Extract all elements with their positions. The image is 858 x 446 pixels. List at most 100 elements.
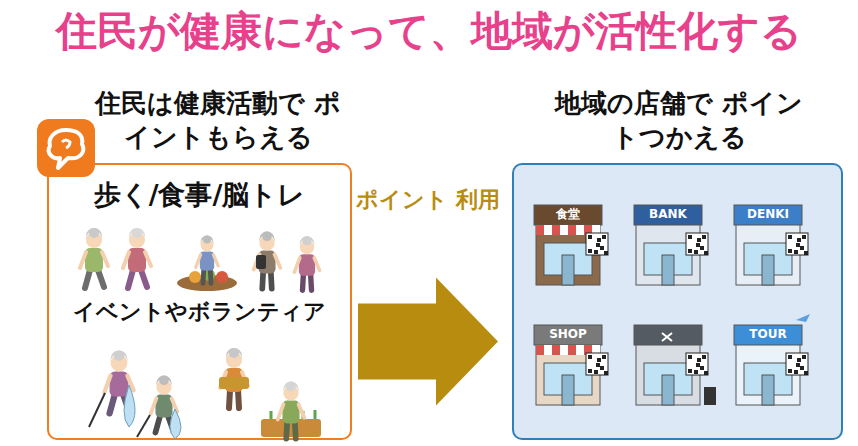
illustration-part: [602, 355, 606, 359]
person-figure: [254, 232, 281, 289]
shop-sign: [734, 325, 802, 345]
illustration-part: [294, 258, 319, 272]
illustration-part: [62, 140, 70, 148]
trash-grabber: [137, 415, 150, 437]
illustration-part: [762, 255, 774, 285]
illustration-part: [98, 270, 104, 287]
person-figure: [220, 348, 248, 408]
illustration-part: [300, 274, 306, 290]
illustration-part: [201, 269, 207, 283]
illustration-part: [704, 371, 708, 375]
illustration-part: [794, 370, 798, 374]
illustration-part: [596, 363, 600, 367]
illustration-part: [159, 376, 169, 386]
illustration-part: [141, 270, 147, 287]
illustration-part: [111, 350, 128, 362]
person-figure: [278, 382, 305, 439]
illustration-part: [544, 225, 552, 235]
illustration-part: [588, 369, 592, 373]
illustration-part: [662, 255, 674, 285]
panel-heading: 地域の店舗で ポイントつかえる: [544, 86, 814, 154]
illustration-part: [229, 348, 239, 358]
flow-arrow: [358, 278, 498, 406]
qr-code: [586, 353, 608, 375]
illustration-part: [702, 355, 706, 359]
illustration-part: [788, 355, 792, 359]
illustration-part: [594, 250, 598, 254]
illustration-part: [85, 270, 90, 288]
illustration-part: [196, 255, 218, 268]
illustration-part: [226, 348, 242, 359]
illustration-part: [688, 355, 692, 359]
illustration-part: [797, 358, 801, 362]
shop-sign-text: BANK: [634, 204, 702, 224]
illustration-part: [562, 375, 574, 405]
airplane-icon: [796, 314, 810, 322]
illustration-part: [796, 243, 800, 247]
shop-sign: [634, 205, 702, 225]
illustration-part: [588, 249, 592, 253]
illustration-part: [800, 366, 804, 370]
shop-sign: [634, 325, 702, 345]
shop-sign-text: TOUR: [734, 324, 802, 344]
panel-box: 住民は健康活動で ポイントもらえる歩く/食事/脳トレイベントやボランティア: [47, 163, 352, 440]
illustration-part: [597, 358, 601, 362]
illustration-part: [688, 235, 692, 239]
panel-box: 食堂BANKDENKISHOPTOUR地域の店舗で ポイントつかえる: [512, 163, 843, 440]
illustration-part: [804, 251, 808, 255]
illustration-part: [700, 366, 704, 370]
illustration-part: [208, 269, 214, 283]
illustration-part: [156, 376, 171, 386]
illustration-part: [800, 246, 804, 250]
illustration-part: [597, 238, 601, 242]
illustration-part: [588, 235, 592, 239]
illustration-part: [600, 246, 604, 250]
illustration-part: [804, 371, 808, 375]
illustration-part: [794, 250, 798, 254]
illustration-part: [788, 249, 792, 253]
illustration-part: [216, 271, 228, 283]
illustration-part: [89, 228, 99, 238]
illustration-part: [536, 345, 544, 355]
app-icon: [36, 118, 96, 178]
illustration-part: [278, 404, 305, 419]
illustration-part: [203, 235, 211, 243]
illustration-part: [704, 251, 708, 255]
illustration-part: [254, 254, 281, 269]
illustration-part: [220, 372, 248, 388]
qr-code: [686, 353, 708, 375]
trash-bag: [170, 409, 181, 439]
person-figure: [196, 235, 218, 283]
illustration-part: [37, 119, 95, 177]
shop-sign: [534, 205, 602, 225]
illustration-part: [562, 255, 574, 285]
arrow-label: ポイント 利用: [348, 184, 508, 216]
illustration-part: [697, 358, 701, 362]
illustration-part: [602, 235, 606, 239]
shop-sign-text: 食堂: [534, 204, 602, 224]
illustration-part: [560, 345, 568, 355]
illustration-part: [600, 366, 604, 370]
illustration-part: [544, 345, 552, 355]
illustration-part: [128, 270, 133, 288]
activity-heading: 歩く/食事/脳トレ: [49, 177, 350, 213]
illustration-part: [259, 232, 274, 242]
illustration-part: [762, 375, 774, 405]
illustration-part: [49, 130, 84, 168]
illustration-part: [303, 236, 312, 245]
panel-heading: 住民は健康活動で ポイントもらえる: [93, 86, 343, 154]
illustration-part: [696, 363, 700, 367]
illustration-part: [788, 369, 792, 373]
illustration-part: [286, 382, 296, 392]
illustration-part: [283, 422, 290, 439]
illustration-part: [688, 249, 692, 253]
activity-heading: イベントやボランティア: [49, 297, 350, 327]
basket: [219, 377, 249, 389]
illustration-part: [129, 228, 145, 239]
illustration-part: [700, 246, 704, 250]
shop-sign: [734, 205, 802, 225]
qr-code: [586, 233, 608, 255]
illustration-part: [696, 243, 700, 247]
title: 住民が健康になって、地域が活性化する: [0, 4, 858, 59]
illustration-part: [110, 395, 115, 414]
